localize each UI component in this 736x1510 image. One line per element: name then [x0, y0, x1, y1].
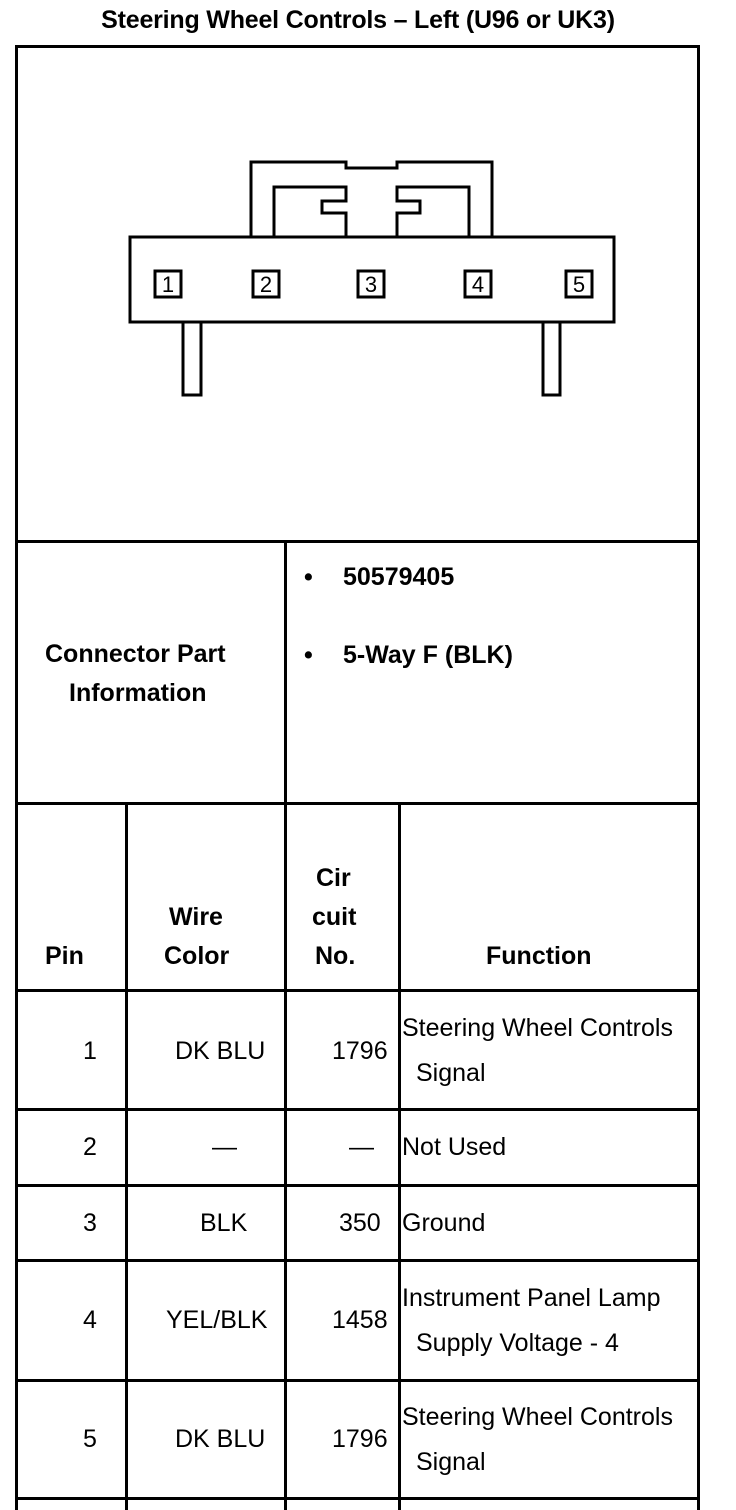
connector-latch-inner — [272, 185, 471, 237]
part-info-label-line2: Information — [69, 679, 207, 707]
pin-label-4: 4 — [472, 272, 484, 297]
connector-body — [128, 235, 616, 324]
divider-row-1 — [15, 1108, 700, 1111]
row-2-pin: 2 — [83, 1133, 97, 1161]
header-function: Function — [486, 942, 592, 970]
row-4-function-line1: Instrument Panel Lamp — [402, 1284, 661, 1312]
pin-box-4 — [463, 269, 493, 299]
column-divider-function — [398, 802, 401, 1510]
part-info-label-line1: Connector Part — [45, 640, 226, 668]
pin-box-2 — [251, 269, 281, 299]
connector-latch-outer — [249, 160, 494, 237]
row-1-function-line2: Signal — [416, 1059, 486, 1087]
connector-left-leg — [181, 322, 203, 397]
pin-box-5 — [564, 269, 594, 299]
header-pin: Pin — [45, 942, 84, 970]
row-4-function-line2: Supply Voltage - 4 — [416, 1329, 619, 1357]
row-3-wire-color: BLK — [200, 1209, 248, 1237]
divider-diagram — [15, 540, 700, 543]
part-number: 50579405 — [343, 563, 455, 591]
pin-box-3 — [356, 269, 386, 299]
frame-left-border — [15, 45, 18, 1510]
pin-label-1: 1 — [162, 272, 174, 297]
divider-row-3 — [15, 1259, 700, 1262]
row-5-circuit: 1796 — [332, 1425, 388, 1453]
row-1-circuit: 1796 — [332, 1037, 388, 1065]
connector-diagram: 1 2 3 4 5 — [128, 160, 616, 397]
header-circuit-line1: Cir — [316, 864, 351, 892]
header-wire-line1: Wire — [169, 903, 223, 931]
row-5-pin: 5 — [83, 1425, 97, 1453]
frame-top-border — [15, 45, 700, 48]
part-info-bullet-2: • — [304, 641, 313, 669]
pin-label-5: 5 — [573, 272, 585, 297]
pin-label-3: 3 — [365, 272, 377, 297]
frame-right-border — [697, 45, 700, 1510]
divider-row-5 — [15, 1497, 700, 1500]
row-5-function-line1: Steering Wheel Controls — [402, 1403, 673, 1431]
header-circuit-line2: cuit — [312, 903, 357, 931]
page-title: Steering Wheel Controls – Left (U96 or U… — [101, 6, 615, 34]
part-info-divider — [284, 540, 287, 805]
divider-header — [15, 989, 700, 992]
row-4-circuit: 1458 — [332, 1306, 388, 1334]
row-1-wire-color: DK BLU — [175, 1037, 266, 1065]
part-info-bullet-1: • — [304, 563, 313, 591]
connector-description: 5-Way F (BLK) — [343, 641, 513, 669]
row-1-pin: 1 — [83, 1037, 97, 1065]
divider-row-4 — [15, 1379, 700, 1382]
row-3-pin: 3 — [83, 1209, 97, 1237]
divider-row-2 — [15, 1184, 700, 1187]
header-circuit-line3: No. — [315, 942, 356, 970]
pin-box-1 — [153, 269, 183, 299]
column-divider-circuit — [284, 802, 287, 1510]
row-3-circuit: 350 — [339, 1209, 381, 1237]
pin-label-2: 2 — [260, 272, 272, 297]
row-4-pin: 4 — [83, 1306, 97, 1334]
connector-right-leg — [541, 322, 562, 397]
row-1-function-line1: Steering Wheel Controls — [402, 1014, 673, 1042]
row-2-function: Not Used — [402, 1133, 507, 1161]
row-2-wire-color: — — [212, 1133, 237, 1161]
row-5-wire-color: DK BLU — [175, 1425, 266, 1453]
row-2-circuit: — — [349, 1133, 374, 1161]
divider-part-info — [15, 802, 700, 805]
row-5-function-line2: Signal — [416, 1448, 486, 1476]
column-divider-wire — [125, 802, 128, 1510]
header-wire-line2: Color — [164, 942, 230, 970]
row-4-wire-color: YEL/BLK — [166, 1306, 268, 1334]
row-3-function: Ground — [402, 1209, 486, 1237]
